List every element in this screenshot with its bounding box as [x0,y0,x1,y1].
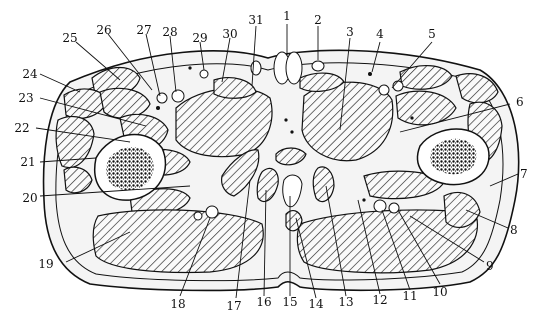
label-4: 4 [376,27,384,41]
small-dot [362,198,365,201]
right-levator-muscle [313,167,334,202]
label-11: 11 [402,289,417,303]
label-21: 21 [20,155,35,169]
label-31: 31 [248,13,263,27]
label-7: 7 [520,167,528,181]
label-30: 30 [222,27,237,41]
left-femoral-vein [172,90,184,102]
right-gluteal-vessel [389,203,399,213]
label-29: 29 [192,31,207,45]
label-3: 3 [346,25,354,39]
label-2: 2 [314,13,322,27]
label-22: 22 [14,121,29,135]
label-16: 16 [256,295,271,309]
right-femoral-vein [393,81,403,91]
label-28: 28 [162,25,177,39]
label-8: 8 [510,223,518,237]
small-dot [284,118,287,121]
label-1: 1 [283,9,291,23]
small-dot [290,130,293,133]
label-24: 24 [22,67,38,81]
right-sciatic-nerve [374,200,386,212]
label-6: 6 [516,95,524,109]
left-femoral-vessel [157,93,167,103]
small-dot [156,106,160,110]
anal-canal [286,211,302,231]
left-iliopsoas-muscle [176,88,272,156]
left-gluteal-vessel [194,212,202,220]
right-femoral-vessel [379,85,389,95]
spermatic-cord-right [286,52,302,84]
label-25: 25 [62,31,77,45]
label-9: 9 [486,259,494,273]
label-20: 20 [22,191,37,205]
small-dot [410,116,413,119]
small-dot [188,66,191,69]
label-26: 26 [96,23,111,37]
label-23: 23 [18,91,33,105]
right-inguinal-node [312,61,324,71]
label-10: 10 [432,285,447,299]
label-27: 27 [136,23,151,37]
label-14: 14 [308,297,324,311]
left-saphenous-vessel [200,70,208,78]
label-13: 13 [338,295,353,309]
label-15: 15 [282,295,297,309]
left-sciatic-nerve [206,206,218,218]
label-18: 18 [170,297,185,311]
label-5: 5 [428,27,436,41]
label-19: 19 [38,257,53,271]
label-17: 17 [226,299,241,313]
left-gluteus-maximus-muscle [93,210,263,273]
label-12: 12 [372,293,387,307]
small-dot [368,72,372,76]
